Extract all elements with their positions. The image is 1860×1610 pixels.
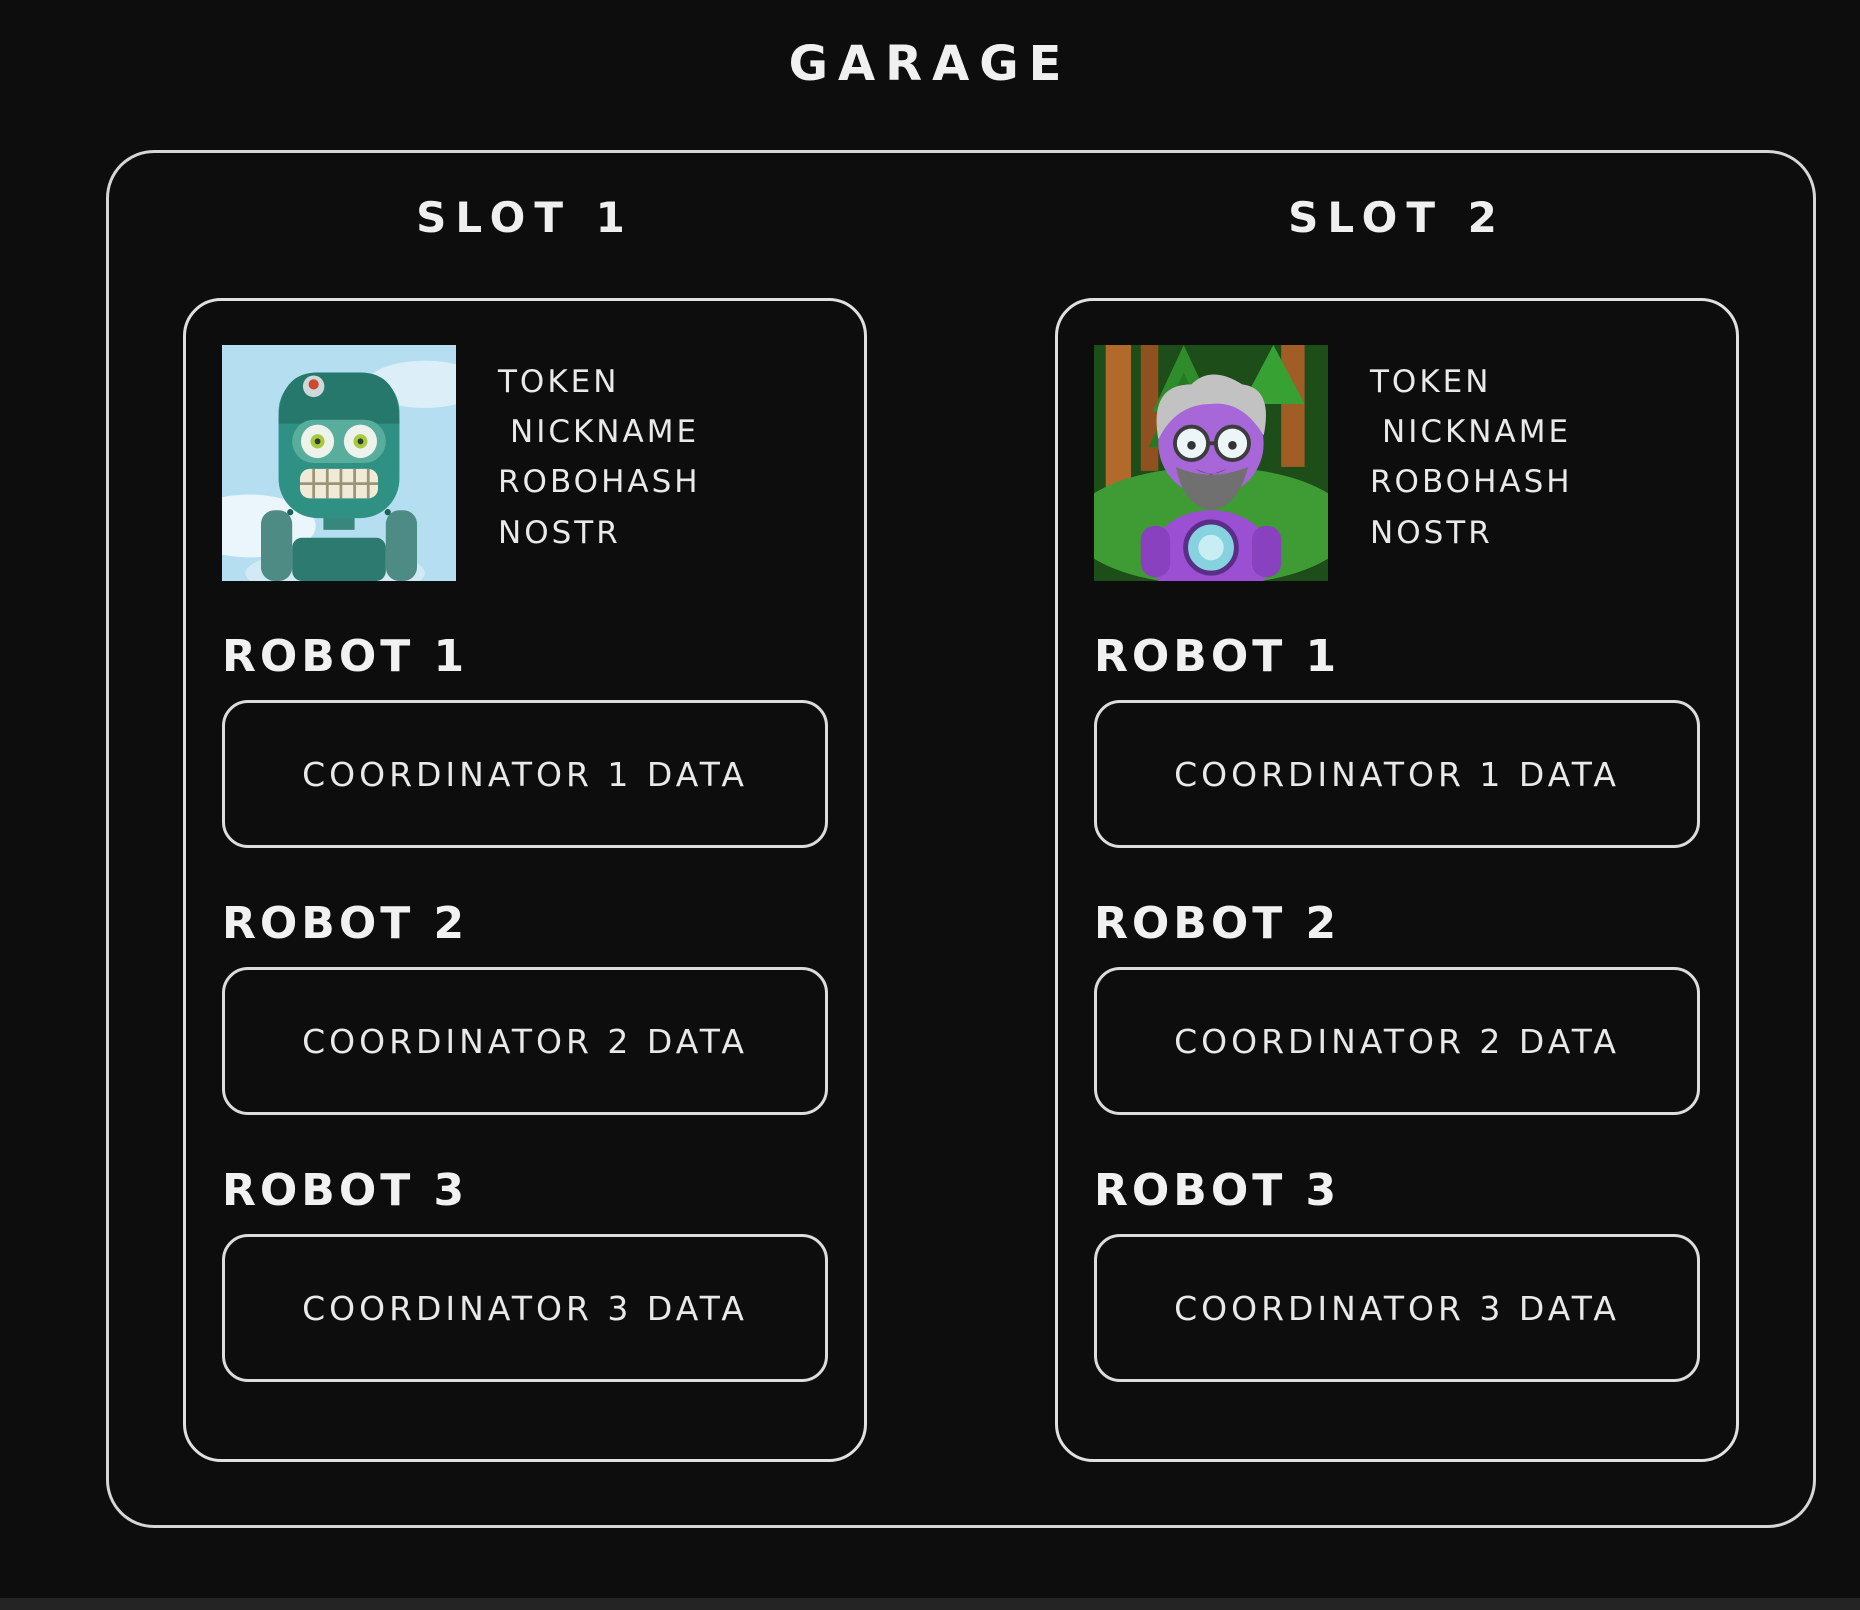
token-field: NOSTR (498, 514, 621, 551)
robot-label: ROBOT 3 (1094, 1165, 1341, 1216)
slot-2-box: TOKEN NICKNAME ROBOHASH NOSTR ROBOT 1 CO… (1055, 298, 1739, 1462)
slot-2-robot-2-section: ROBOT 2 COORDINATOR 2 DATA (1094, 898, 1700, 1115)
slot-2-robot-3-section: ROBOT 3 COORDINATOR 3 DATA (1094, 1165, 1700, 1382)
slot-1-box: TOKEN NICKNAME ROBOHASH NOSTR ROBOT 1 CO… (183, 298, 867, 1462)
coordinator-data-box: COORDINATOR 2 DATA (1094, 967, 1700, 1115)
robot-label: ROBOT 3 (222, 1165, 469, 1216)
token-field: ROBOHASH (1370, 464, 1573, 501)
robot-label: ROBOT 1 (1094, 631, 1341, 682)
token-field: NOSTR (1370, 514, 1493, 551)
robot-label: ROBOT 2 (222, 898, 469, 949)
slots-row: SLOT 1 (109, 153, 1813, 1462)
coordinator-data-box: COORDINATOR 1 DATA (1094, 700, 1700, 848)
token-field: ROBOHASH (498, 464, 701, 501)
teal-robot-robohash-avatar-icon (222, 345, 456, 581)
slot-2-profile-row: TOKEN NICKNAME ROBOHASH NOSTR (1094, 345, 1700, 581)
garage-title: GARAGE (788, 36, 1072, 92)
token-field: NICKNAME (510, 414, 700, 451)
garage-container-box: SLOT 1 (106, 150, 1816, 1528)
robot-label: ROBOT 2 (1094, 898, 1341, 949)
slot-2-token-list: TOKEN NICKNAME ROBOHASH NOSTR (1370, 345, 1573, 581)
slot-1-robot-3-section: ROBOT 3 COORDINATOR 3 DATA (222, 1165, 828, 1382)
token-field: TOKEN (498, 364, 620, 400)
coordinator-data-box: COORDINATOR 3 DATA (222, 1234, 828, 1382)
coordinator-data-box: COORDINATOR 1 DATA (222, 700, 828, 848)
coordinator-data-box: COORDINATOR 3 DATA (1094, 1234, 1700, 1382)
slot-2-column: SLOT 2 (1055, 193, 1739, 1462)
slot-2-robot-1-section: ROBOT 1 COORDINATOR 1 DATA (1094, 631, 1700, 848)
slot-1-token-list: TOKEN NICKNAME ROBOHASH NOSTR (498, 345, 701, 581)
robot-label: ROBOT 1 (222, 631, 469, 682)
slot-1-column: SLOT 1 (183, 193, 867, 1462)
slot-1-robot-1-section: ROBOT 1 COORDINATOR 1 DATA (222, 631, 828, 848)
slot-1-label: SLOT 1 (416, 193, 634, 242)
coordinator-data-box: COORDINATOR 2 DATA (222, 967, 828, 1115)
token-field: TOKEN (1370, 364, 1492, 400)
token-field: NICKNAME (1382, 414, 1572, 451)
window-bottom-edge (0, 1598, 1860, 1610)
slot-1-robot-2-section: ROBOT 2 COORDINATOR 2 DATA (222, 898, 828, 1115)
purple-robot-robohash-avatar-icon (1094, 345, 1328, 581)
slot-2-label: SLOT 2 (1288, 193, 1506, 242)
slot-1-profile-row: TOKEN NICKNAME ROBOHASH NOSTR (222, 345, 828, 581)
